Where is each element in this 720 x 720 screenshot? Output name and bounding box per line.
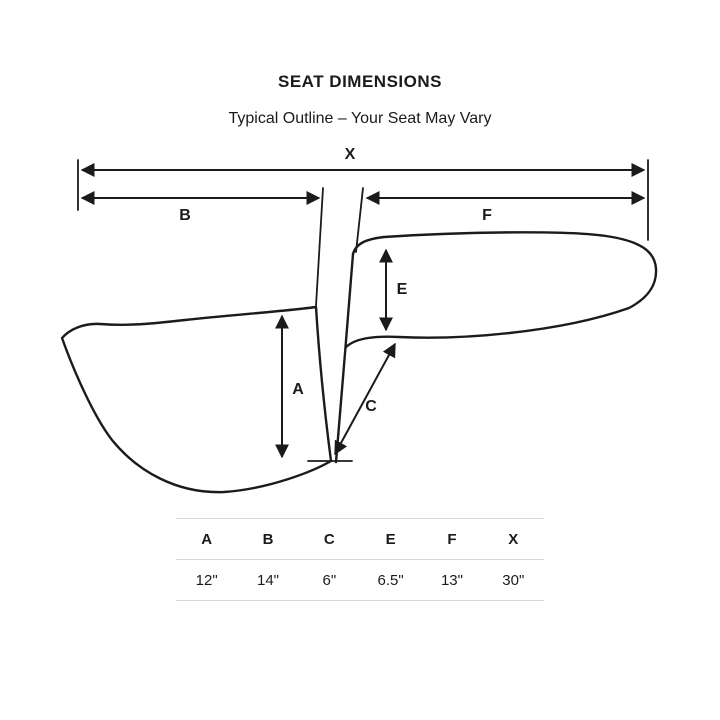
dimension-label-a: A [292,381,304,398]
table-value-e: 6.5" [377,571,404,589]
page-title: SEAT DIMENSIONS [278,72,442,91]
table-header-f: F [447,530,457,548]
dimensions-table: A B C E F X 12" 14" 6" 6.5" 13" 30" [176,518,544,601]
dimension-label-c: C [365,398,377,415]
table-value-x: 30" [502,571,525,589]
table-value-row: 12" 14" 6" 6.5" 13" 30" [176,560,544,600]
dimension-label-b: B [179,207,191,224]
table-header-a: A [201,530,213,548]
extension-line-f-start [355,187,364,253]
table-header-b: B [262,530,274,548]
table-header-c: C [323,530,335,548]
seat-rear-outline [344,231,658,349]
table-value-a: 12" [195,571,218,589]
table-value-c: 6" [322,571,337,589]
table-header-e: E [385,530,396,548]
dimension-label-f: F [482,207,492,224]
table-value-b: 14" [256,571,279,589]
seat-rear-front-edge [334,252,355,464]
seat-outline-diagram: X B F A E C [60,146,658,494]
seat-front-outline [60,305,333,494]
page-subtitle: Typical Outline – Your Seat May Vary [228,110,492,127]
dimension-label-x: X [345,146,356,163]
table-header-x: X [508,530,519,548]
table-header-row: A B C E F X [176,519,544,560]
table-value-f: 13" [440,571,463,589]
dimension-arrow-c [334,342,396,456]
dimension-label-e: E [397,281,408,298]
extension-line-b-end [315,187,324,307]
